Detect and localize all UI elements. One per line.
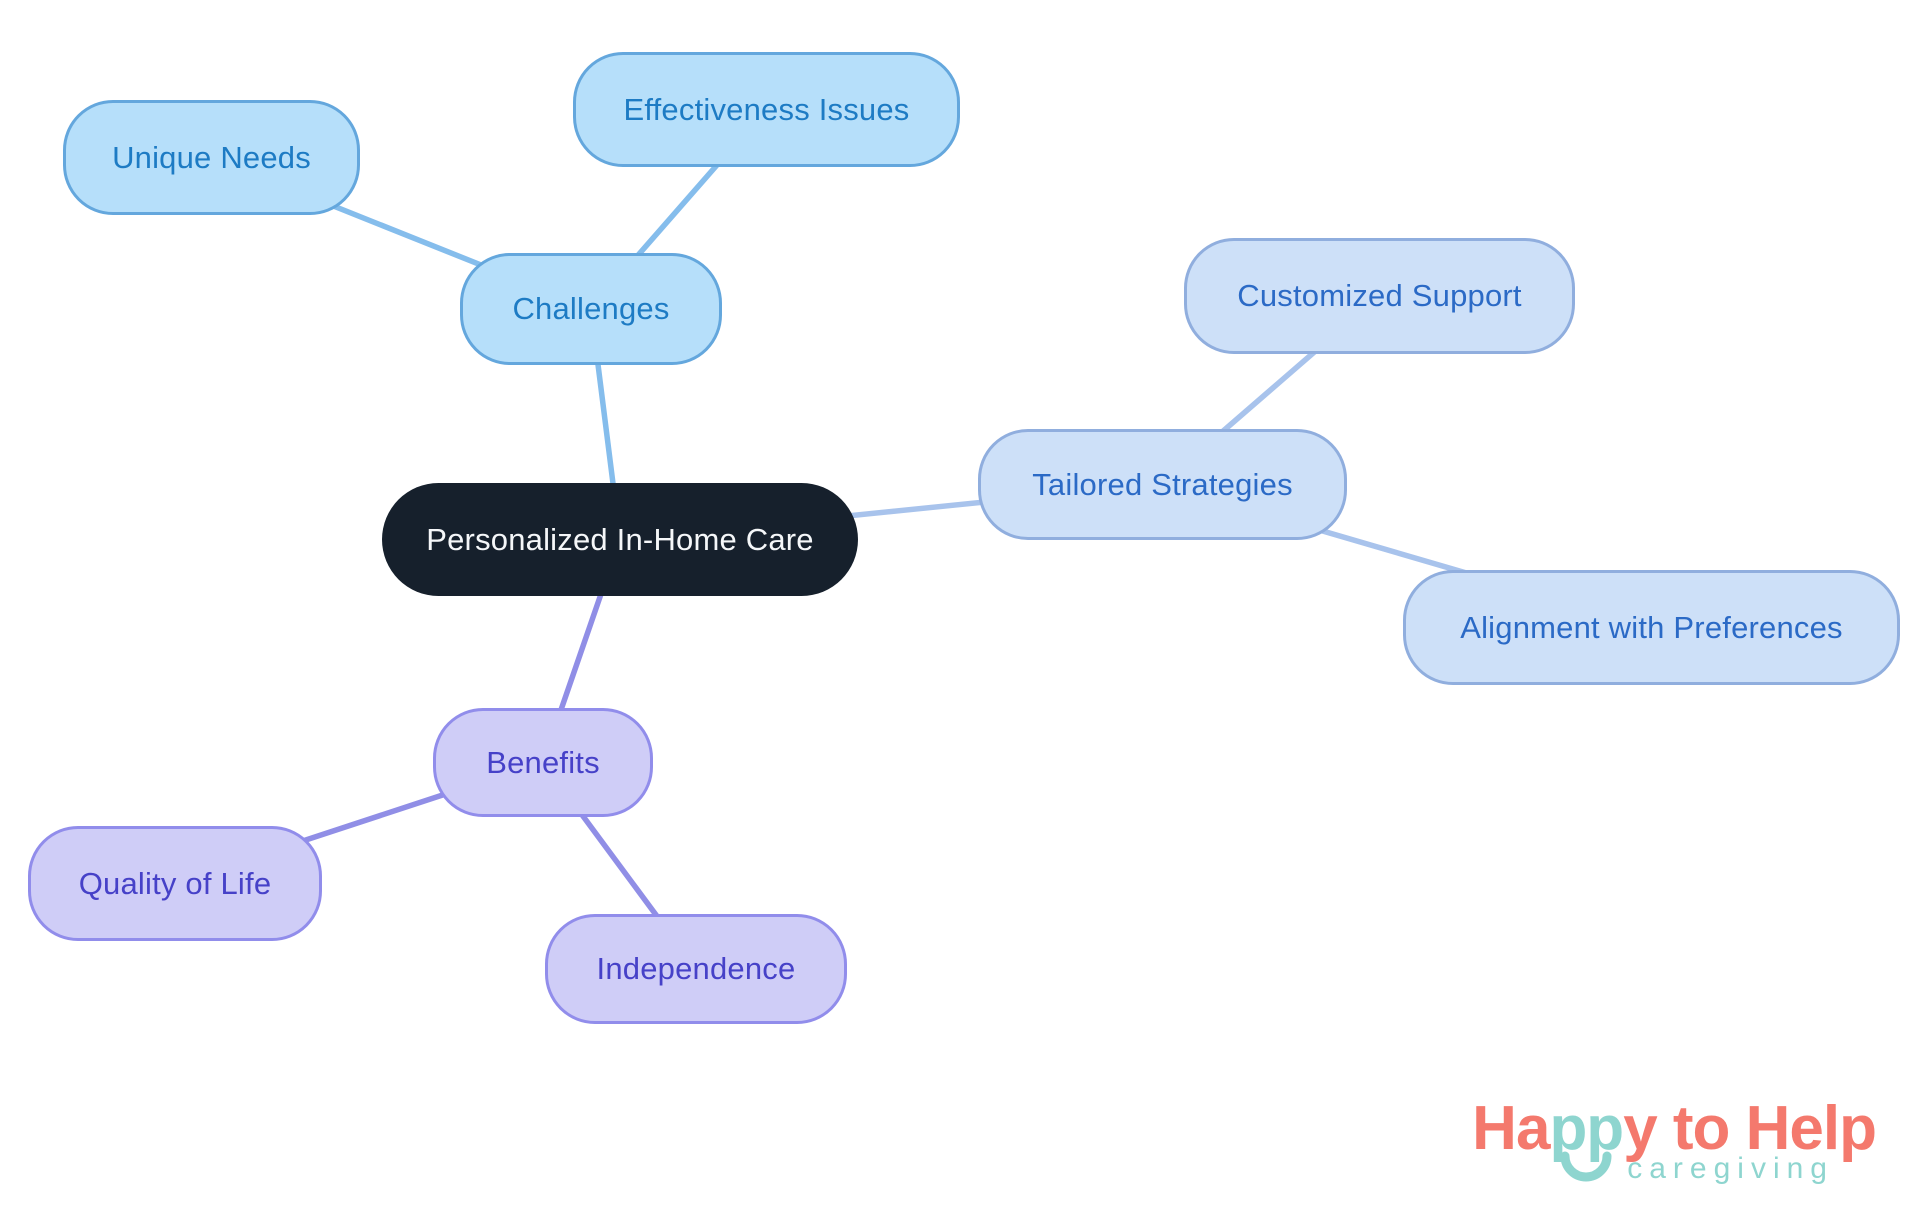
node-alignment-with-preferences: Alignment with Preferences	[1403, 570, 1900, 685]
smile-icon	[1560, 1151, 1612, 1182]
node-benefits: Benefits	[433, 708, 653, 817]
node-effectiveness-issues: Effectiveness Issues	[573, 52, 960, 167]
node-independence: Independence	[545, 914, 847, 1024]
logo-text-ha: Ha	[1472, 1094, 1550, 1163]
node-customized-support: Customized Support	[1184, 238, 1575, 354]
logo-text-y-to-help: y to Help	[1623, 1094, 1877, 1163]
node-unique-needs: Unique Needs	[63, 100, 360, 215]
logo-subtitle: caregiving	[1627, 1152, 1834, 1185]
logo-text-pp: pp	[1549, 1094, 1624, 1163]
node-challenges: Challenges	[460, 253, 722, 365]
node-quality-of-life: Quality of Life	[28, 826, 322, 941]
node-central-personalized-in-home-care: Personalized In-Home Care	[382, 483, 858, 596]
node-tailored-strategies: Tailored Strategies	[978, 429, 1347, 540]
